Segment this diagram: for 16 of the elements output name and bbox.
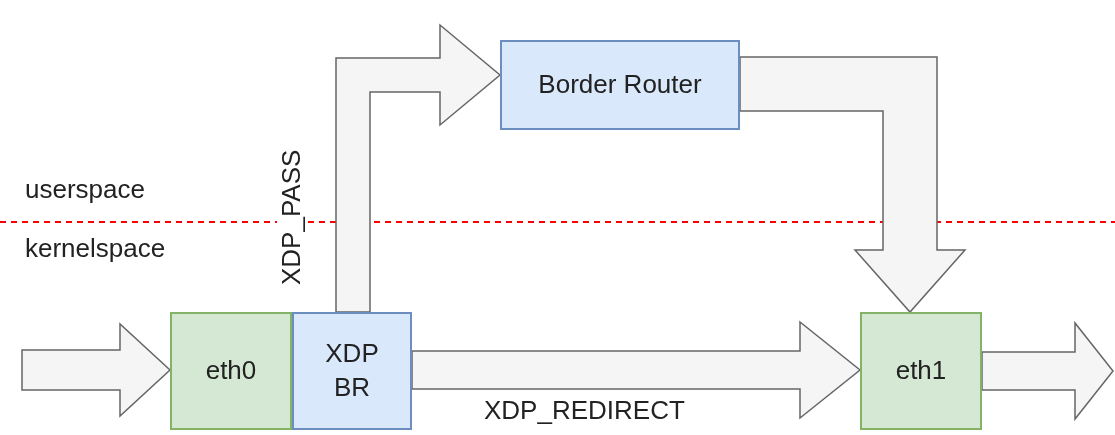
process-box (292, 312, 412, 430)
process-box (860, 312, 982, 430)
process-box (500, 40, 740, 130)
node-label: XDP BR (324, 337, 380, 404)
block-arrow (739, 56, 967, 314)
process-box (170, 312, 292, 430)
block-arrow (411, 320, 862, 420)
node-label: eth0 (205, 354, 257, 388)
edge-label: XDP_PASS (277, 149, 306, 285)
region-label: userspace (25, 174, 145, 205)
block-arrow (21, 322, 172, 418)
block-arrow (981, 320, 1114, 422)
node-label: eth1 (895, 354, 947, 388)
node-label: Border Router (538, 68, 702, 102)
block-arrow (335, 23, 502, 313)
region-label: kernelspace (25, 233, 166, 264)
